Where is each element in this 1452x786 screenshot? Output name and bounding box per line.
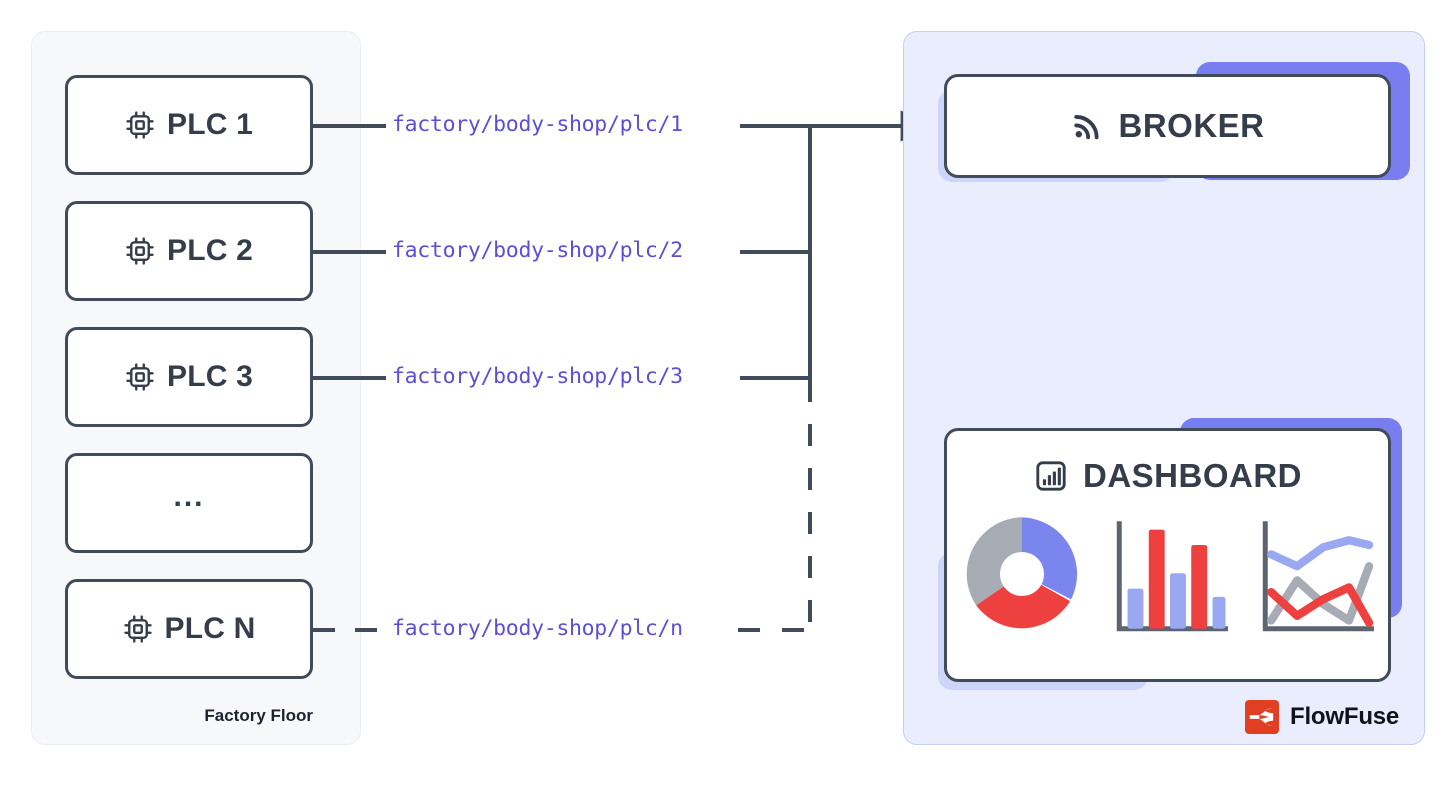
line-series-blue (1266, 536, 1373, 571)
cpu-icon (126, 111, 154, 139)
bar-chart-icon (1036, 461, 1066, 491)
line-chart (1262, 521, 1374, 632)
plc-card-label: PLC 2 (166, 234, 254, 267)
topic-label-plc1: factory/body-shop/plc/1 (392, 112, 683, 137)
plc-card-1[interactable]: PLC 1 (65, 75, 313, 175)
broker-title: BROKER (1070, 107, 1264, 145)
topic-label-plc3: factory/body-shop/plc/3 (392, 364, 683, 389)
topic-label-plc2: factory/body-shop/plc/2 (392, 238, 683, 263)
plc-card-label: PLC N (164, 612, 256, 645)
cpu-icon (123, 615, 152, 643)
flowfuse-wordmark: FlowFuse (1290, 703, 1400, 730)
plc-card-ellipsis: ... (65, 453, 313, 553)
bar-chart (1116, 521, 1228, 632)
plc-card-label: PLC 1 (166, 108, 254, 141)
plc-card-label: PLC 3 (166, 360, 254, 393)
line-series-red (1266, 583, 1373, 627)
dashboard-label: DASHBOARD (1083, 457, 1302, 494)
cpu-icon (126, 237, 154, 265)
plc-card-3[interactable]: PLC 3 (65, 327, 313, 427)
broker-label: BROKER (1118, 107, 1265, 144)
cpu-icon (126, 363, 154, 391)
flowfuse-brand: FlowFuse (1245, 700, 1399, 734)
plc-card-label: ... (173, 480, 205, 513)
dashboard-card[interactable]: DASHBOARD (944, 428, 1391, 682)
dashboard-charts (959, 511, 1377, 637)
broker-card[interactable]: BROKER (944, 74, 1391, 178)
plc-card-n[interactable]: PLC N (65, 579, 313, 679)
donut-chart (966, 517, 1077, 629)
bar-chart-bars (1127, 529, 1225, 629)
topic-label-plcn: factory/body-shop/plc/n (392, 616, 683, 641)
broadcast-icon (1074, 115, 1100, 140)
dashboard-title: DASHBOARD (1033, 457, 1302, 495)
bar-chart-axes (1116, 521, 1228, 632)
plc-card-2[interactable]: PLC 2 (65, 201, 313, 301)
factory-floor-caption: Factory Floor (204, 706, 313, 725)
flowfuse-logo (1245, 700, 1279, 734)
